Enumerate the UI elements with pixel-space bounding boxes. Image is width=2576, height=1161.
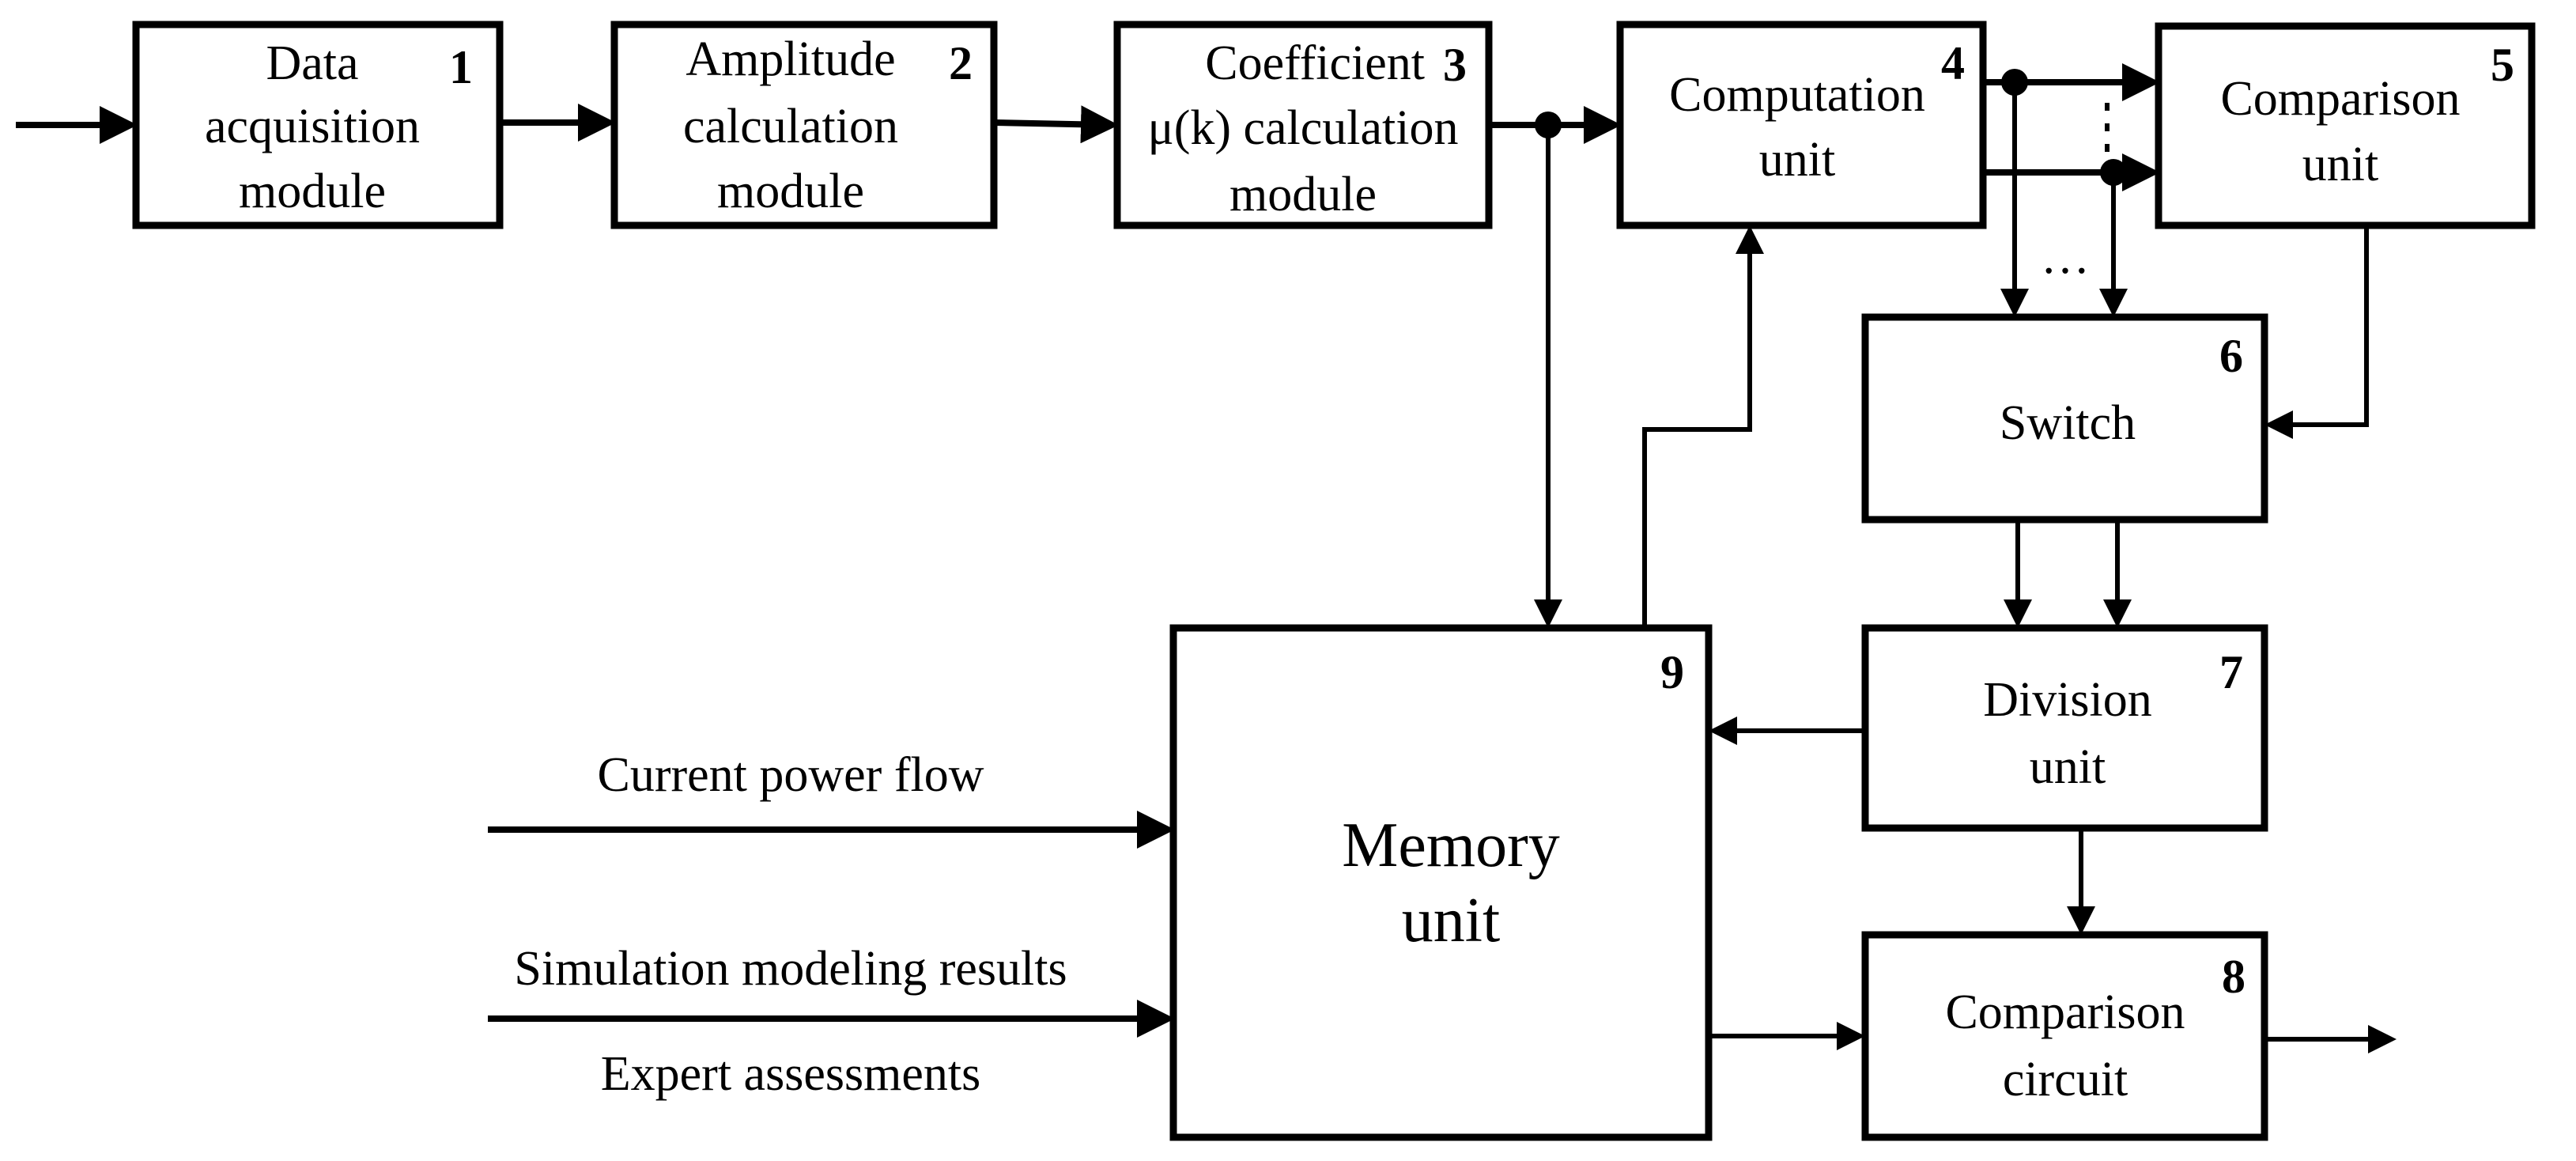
block-2-line-2: calculation: [683, 100, 898, 153]
block-5-line-1: Comparison: [2220, 72, 2460, 126]
block-coefficient-calculation-module: Coefficient μ(k) calculation module 3: [1113, 21, 1493, 229]
label-current-power-flow: Current power flow: [598, 748, 984, 802]
block-9-line-1: Memory: [1342, 811, 1560, 880]
block-3-line-3: module: [1229, 168, 1377, 221]
block-5-line-2: unit: [2302, 138, 2378, 191]
block-2-line-3: module: [717, 165, 864, 218]
block-4-line-1: Computation: [1669, 68, 1925, 122]
block-3-line-1: Coefficient: [1205, 36, 1425, 90]
arrow-block-2-to-3: [993, 105, 1119, 144]
block-6-line-1: Switch: [2000, 396, 2136, 450]
block-comparison-unit: Comparison unit 5: [2155, 22, 2536, 229]
block-number-9: 9: [1660, 646, 1684, 698]
block-1-line-2: acquisition: [205, 100, 420, 153]
block-number-3: 3: [1443, 39, 1467, 91]
block-7-line-2: unit: [2030, 740, 2106, 794]
block-number-2: 2: [949, 37, 973, 89]
block-2-line-1: Amplitude: [686, 32, 895, 86]
block-computation-unit: Computation unit 4: [1616, 21, 1987, 229]
block-1-line-1: Data: [266, 36, 358, 90]
arrow-memory-to-computation: [1642, 225, 1764, 628]
block-amplitude-calculation-module: Amplitude calculation module 2: [610, 21, 998, 229]
block-8-line-1: Comparison: [1945, 985, 2185, 1039]
block-9-line-2: unit: [1402, 886, 1500, 955]
block-switch: Switch 6: [1861, 313, 2268, 524]
block-number-4: 4: [1941, 37, 1965, 89]
block-number-8: 8: [2222, 951, 2246, 1003]
block-comparison-circuit: Comparison circuit 8: [1861, 931, 2268, 1141]
block-number-1: 1: [449, 41, 473, 93]
block-1-line-3: module: [239, 165, 386, 218]
block-7-line-1: Division: [1983, 673, 2152, 727]
block-4-line-2: unit: [1759, 133, 1835, 187]
arrow-block-5-to-switch: [2264, 225, 2369, 439]
block-data-acquisition-module: Data acquisition module 1: [132, 21, 504, 229]
horizontal-ellipsis: …: [2041, 230, 2090, 284]
block-division-unit: Division unit 7: [1861, 624, 2268, 832]
block-3-line-2: μ(k) calculation: [1147, 101, 1458, 155]
block-number-6: 6: [2219, 330, 2243, 382]
block-number-5: 5: [2491, 39, 2514, 91]
label-expert-assessments: Expert assessments: [601, 1047, 980, 1101]
block-8-line-2: circuit: [2003, 1053, 2128, 1106]
label-simulation-modeling-results: Simulation modeling results: [514, 942, 1067, 996]
block-memory-unit: Memory unit 9: [1169, 624, 1713, 1141]
block-number-7: 7: [2219, 646, 2243, 698]
